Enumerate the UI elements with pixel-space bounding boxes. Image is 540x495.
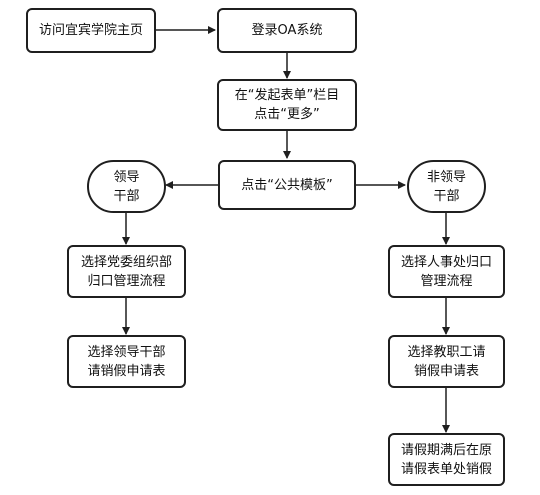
- node-public-template-label: 点击“公共模板”: [241, 177, 333, 193]
- node-non-leader-cadre: 非领导 干部: [407, 160, 486, 213]
- node-party-committee-flow: 选择党委组织部 归口管理流程: [67, 245, 186, 298]
- node-staff-leave-form: 选择教职工请 销假申请表: [388, 335, 505, 388]
- node-leader-leave-form-label: 选择领导干部 请销假申请表: [87, 344, 166, 379]
- node-login-oa: 登录OA系统: [217, 8, 357, 53]
- node-visit-home-label: 访问宜宾学院主页: [38, 23, 143, 38]
- node-leave-cancellation-label: 请假期满后在原 请假表单处销假: [400, 442, 492, 477]
- node-hr-flow-label: 选择人事处归口 管理流程: [400, 254, 492, 289]
- node-public-template: 点击“公共模板”: [218, 160, 356, 210]
- node-leader-cadre-label: 领导 干部: [113, 169, 140, 204]
- node-leader-cadre: 领导 干部: [87, 160, 166, 213]
- node-leave-cancellation: 请假期满后在原 请假表单处销假: [388, 433, 505, 486]
- node-click-more: 在“发起表单”栏目 点击“更多”: [217, 79, 357, 131]
- node-click-more-label: 在“发起表单”栏目 点击“更多”: [234, 88, 340, 122]
- node-login-oa-label: 登录OA系统: [251, 23, 323, 38]
- node-staff-leave-form-label: 选择教职工请 销假申请表: [407, 344, 486, 379]
- node-hr-flow: 选择人事处归口 管理流程: [388, 245, 505, 298]
- node-party-committee-flow-label: 选择党委组织部 归口管理流程: [80, 254, 172, 289]
- node-visit-home: 访问宜宾学院主页: [26, 8, 156, 53]
- node-non-leader-cadre-label: 非领导 干部: [426, 169, 466, 204]
- node-leader-leave-form: 选择领导干部 请销假申请表: [67, 335, 186, 388]
